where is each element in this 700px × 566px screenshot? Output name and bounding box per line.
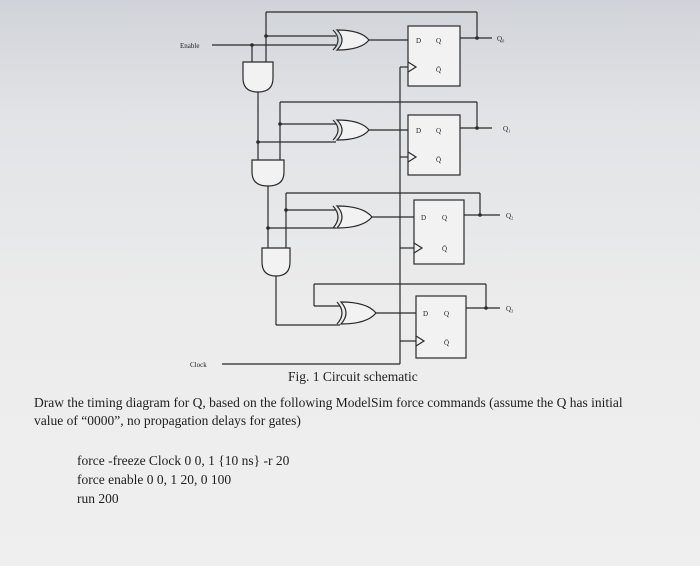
ff2-d-label: D [421, 214, 426, 222]
flipflop-0 [407, 25, 461, 87]
ff0-d-label: D [416, 37, 421, 45]
run-command: run 200 [77, 491, 119, 506]
force-enable-command: force enable 0 0, 1 20, 0 100 [77, 472, 232, 487]
force-clock-command: force -freeze Clock 0 0, 1 {10 ns} -r 20 [77, 453, 290, 468]
ff3-qbar-label: Q̄ [444, 339, 449, 347]
ff2-q-label: Q [442, 214, 447, 222]
xor-gate-2 [335, 205, 373, 229]
xor-gate-0 [335, 29, 370, 51]
q1-label: Q₁ [503, 125, 511, 133]
question-text-line-1: Draw the timing diagram for Q, based on … [34, 395, 623, 410]
ff1-qbar-label: Q̄ [436, 156, 441, 164]
clock-label: Clock [190, 361, 207, 369]
ff1-q-label: Q [436, 127, 441, 135]
q3-label: Q₃ [506, 305, 514, 313]
ff0-q-label: Q [436, 37, 441, 45]
q0-label: Q₀ [497, 35, 505, 43]
ff1-d-label: D [416, 127, 421, 135]
question-text-line-2: value of “0000”, no propagation delays f… [34, 413, 301, 428]
ff3-q-label: Q [444, 310, 449, 318]
and-gate-2 [261, 247, 291, 277]
ff0-qbar-label: Q̄ [436, 66, 441, 74]
and-gate-0 [242, 61, 274, 93]
and-gate-1 [251, 159, 285, 187]
figure-caption: Fig. 1 Circuit schematic [288, 369, 418, 384]
flipflop-1 [407, 114, 461, 176]
enable-label: Enable [180, 42, 199, 50]
flipflop-3 [415, 295, 467, 359]
xor-gate-1 [335, 119, 370, 141]
ff2-qbar-label: Q̄ [442, 245, 447, 253]
flipflop-2 [413, 199, 465, 265]
q2-label: Q₂ [506, 212, 514, 220]
xor-gate-3 [339, 301, 377, 325]
ff3-d-label: D [423, 310, 428, 318]
